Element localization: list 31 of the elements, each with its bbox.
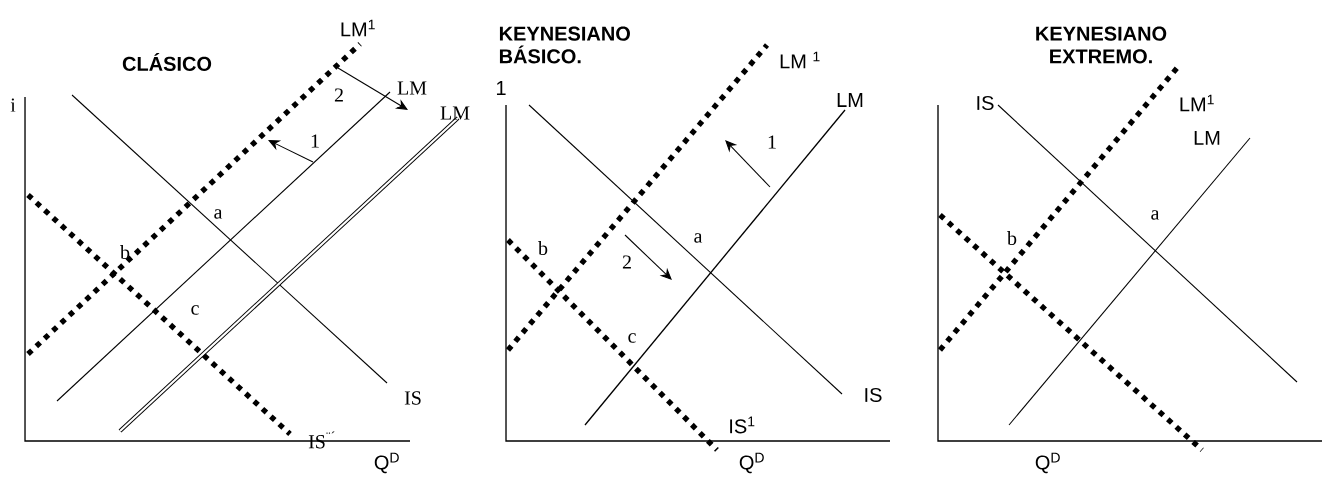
arrow-number: 1 [768,135,776,149]
point-label: a [214,209,223,219]
point-label: b [538,240,548,255]
curve-label: LM [1194,131,1220,145]
point-label: c [191,305,199,315]
curve-label: IS [404,391,421,405]
curve-label: IS [865,387,882,403]
curve-label: LM [837,93,863,107]
curve-label: LM [397,81,427,95]
curve-label: IS [977,95,994,111]
axis-label: i [10,98,16,112]
curve-label: LM$^{1}$ [341,19,375,37]
axis-label: Q$^{D}$ [1035,452,1060,474]
panel-title: KEYNESIANO EXTREMO. [1036,26,1167,64]
point-label: a [694,233,703,243]
panel-title: KEYNESIANO BÁSICO. [499,26,630,64]
point-label: a [1151,210,1160,220]
curve-label: LM [440,106,470,120]
point-label: b [120,244,130,259]
curve-label: LM $^{1}$ [780,51,820,69]
axis-label: Q$^{D}$ [739,452,764,474]
curve-label: LM$^{1}$ [1180,94,1214,112]
arrow-number: 1 [311,134,319,148]
arrow-number: 2 [334,88,343,102]
axis-label: Q$^{D}$ [374,452,399,474]
point-label: c [628,333,636,343]
point-label: b [1007,230,1017,245]
arrow-number: 2 [622,255,631,269]
curve-label: IS$^{1}$ [730,416,755,434]
curve-label: 1 [496,81,506,95]
panel-title: CLÁSICO [122,53,212,71]
